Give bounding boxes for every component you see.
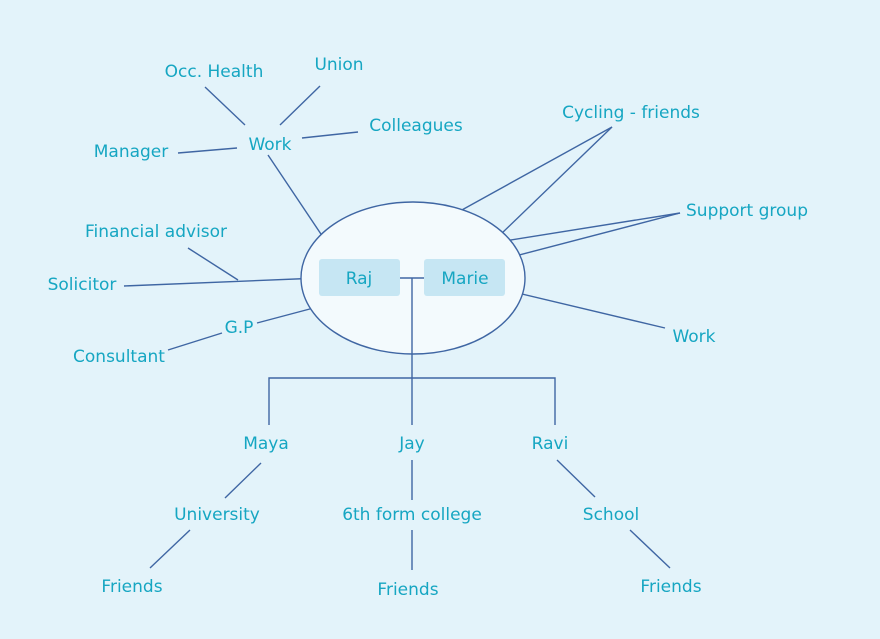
line-marie-work xyxy=(504,289,666,329)
consultant-label: Consultant xyxy=(73,347,165,367)
ravi-friends-label: Friends xyxy=(640,577,701,597)
occ-health-label: Occ. Health xyxy=(165,62,264,82)
line-consultant-gp xyxy=(167,332,223,351)
marie-box xyxy=(424,259,505,296)
manager-label: Manager xyxy=(94,142,169,162)
maya-label: Maya xyxy=(243,434,289,454)
raj-box xyxy=(319,259,400,296)
line-solicitor-raj xyxy=(123,277,321,287)
solicitor-label: Solicitor xyxy=(48,275,117,295)
line-occhealth-work xyxy=(204,86,246,126)
university-label: University xyxy=(174,505,260,525)
support-group-label: Support group xyxy=(686,201,808,221)
line-ravi-school xyxy=(556,459,596,498)
line-manager-work xyxy=(177,147,238,154)
line-children-bracket xyxy=(268,377,556,425)
maya-friends-label: Friends xyxy=(101,577,162,597)
financial-advisor-label: Financial advisor xyxy=(85,222,227,242)
line-maya-university xyxy=(224,462,262,499)
line-support-marie xyxy=(499,212,681,261)
cycling-friends-label: Cycling - friends xyxy=(562,103,700,123)
line-union-work xyxy=(279,85,321,126)
colleagues-label: Colleagues xyxy=(369,116,463,136)
union-label: Union xyxy=(314,55,363,75)
raj-label: Raj xyxy=(346,269,373,289)
college-label: 6th form college xyxy=(342,505,482,525)
gp-label: G.P xyxy=(225,318,254,338)
jay-friends-label: Friends xyxy=(377,580,438,600)
marie-work-label: Work xyxy=(672,327,715,347)
jay-label: Jay xyxy=(398,434,425,454)
connector-lines xyxy=(123,85,681,570)
line-colleagues-work xyxy=(301,131,359,139)
school-label: School xyxy=(583,505,639,525)
line-school-friends xyxy=(629,529,671,569)
marie-label: Marie xyxy=(441,269,488,289)
work-label: Work xyxy=(248,135,291,155)
line-university-friends xyxy=(149,529,191,569)
ravi-label: Ravi xyxy=(532,434,569,454)
line-financial-solicitor xyxy=(187,247,239,281)
